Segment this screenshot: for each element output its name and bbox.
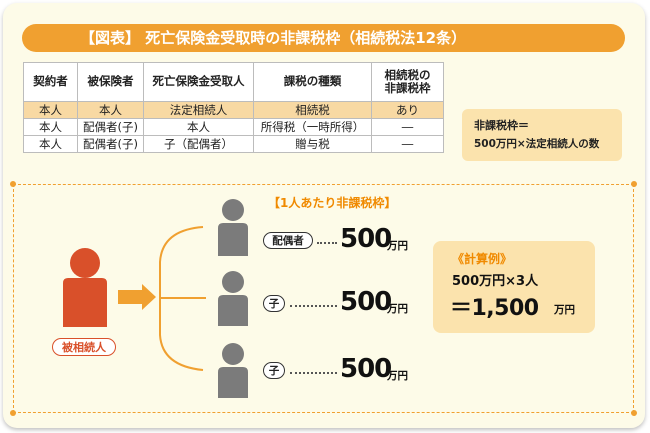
table-header-row: 契約者 被保険者 死亡保険金受取人 課税の種類 相続税の非課税枠 bbox=[23, 62, 444, 102]
heir-amount-unit: 万円 bbox=[387, 240, 408, 252]
table-cell: 法定相続人 bbox=[143, 101, 254, 119]
heir-amount: 500 bbox=[340, 287, 392, 317]
table-header-cell: 課税の種類 bbox=[253, 62, 372, 102]
heir-child-icon bbox=[218, 343, 248, 398]
table-cell: 本人 bbox=[23, 135, 78, 153]
table-cell: 子（配偶者） bbox=[143, 135, 254, 153]
dotted-leader bbox=[290, 305, 337, 307]
diagram-frame bbox=[13, 184, 634, 413]
heir-tag-child: 子 bbox=[263, 362, 285, 379]
heir-tag-child: 子 bbox=[263, 295, 285, 312]
table-row: 本人 配偶者(子) 子（配偶者） 贈与税 ― bbox=[23, 135, 444, 153]
table-cell: ― bbox=[371, 135, 444, 153]
heir-amount: 500 bbox=[340, 224, 392, 254]
table-cell: 配偶者(子) bbox=[77, 135, 144, 153]
heir-tag-spouse: 配偶者 bbox=[263, 232, 313, 249]
frame-corner-dot bbox=[631, 410, 637, 416]
connector-lines bbox=[159, 226, 206, 371]
deceased-person-icon bbox=[63, 248, 107, 327]
calculation-formula: 500万円×3人 bbox=[452, 274, 539, 289]
exemption-rule-line2: 500万円×法定相続人の数 bbox=[474, 138, 600, 150]
dotted-leader bbox=[290, 372, 337, 374]
table-cell: 贈与税 bbox=[253, 135, 372, 153]
frame-corner-dot bbox=[631, 181, 637, 187]
heir-child-icon bbox=[218, 271, 248, 326]
arrow-right-icon bbox=[118, 284, 156, 310]
calculation-result-unit: 万円 bbox=[554, 304, 575, 316]
heir-amount: 500 bbox=[340, 354, 392, 384]
table-cell: 配偶者(子) bbox=[77, 118, 144, 136]
exemption-rule-box bbox=[462, 109, 622, 161]
tax-table: 契約者 被保険者 死亡保険金受取人 課税の種類 相続税の非課税枠 本人 本人 法… bbox=[23, 62, 444, 153]
table-header-cell: 相続税の非課税枠 bbox=[371, 62, 444, 102]
heir-spouse-icon bbox=[218, 199, 248, 256]
frame-corner-dot bbox=[10, 410, 16, 416]
calculation-box bbox=[433, 241, 595, 333]
heir-amount-unit: 万円 bbox=[387, 370, 408, 382]
dotted-leader bbox=[317, 242, 337, 244]
table-header-cell: 死亡保険金受取人 bbox=[143, 62, 254, 102]
calculation-result: ＝1,500 bbox=[450, 296, 539, 321]
frame-corner-dot bbox=[10, 181, 16, 187]
per-person-label: 【1人あたり非課税枠】 bbox=[268, 196, 397, 210]
exemption-rule-line1: 非課税枠＝ bbox=[474, 119, 529, 132]
heir-amount-unit: 万円 bbox=[387, 303, 408, 315]
table-cell: 本人 bbox=[77, 101, 144, 119]
calculation-title: 《計算例》 bbox=[452, 252, 513, 266]
deceased-label: 被相続人 bbox=[52, 338, 116, 356]
title-bar bbox=[22, 24, 625, 52]
figure-title: 【図表】 死亡保険金受取時の非課税枠（相続税法12条） bbox=[80, 29, 467, 47]
